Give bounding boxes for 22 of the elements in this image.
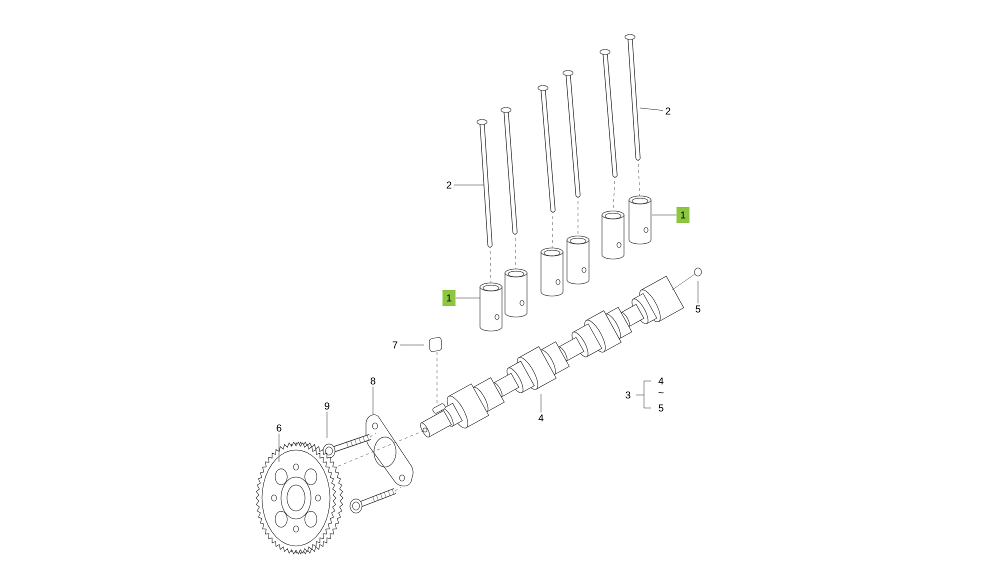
callout-number: 8 (370, 377, 376, 385)
leader-line (326, 411, 328, 438)
leader-line (372, 386, 374, 414)
callout-number: 9 (324, 402, 330, 410)
callout-number: 7 (392, 342, 398, 348)
highlighted-callout-number: 1 (676, 207, 690, 223)
leader-line (540, 394, 542, 413)
leader-line (454, 184, 484, 186)
leader-line (640, 108, 664, 111)
highlighted-callout-number: 1 (442, 290, 456, 306)
callout-number: 4 (658, 378, 664, 384)
callout-number: 2 (666, 108, 670, 114)
leader-line (278, 433, 280, 462)
leader-line (400, 344, 424, 346)
callout-number: ~ (658, 392, 664, 394)
callout-number: 5 (696, 306, 700, 312)
callout-number: 5 (658, 404, 664, 412)
callout-number: 6 (276, 424, 282, 432)
leader-line (652, 214, 677, 216)
callout-number: 4 (538, 414, 544, 422)
callout-number: 3 (626, 391, 630, 399)
callout-number: 2 (446, 182, 452, 188)
